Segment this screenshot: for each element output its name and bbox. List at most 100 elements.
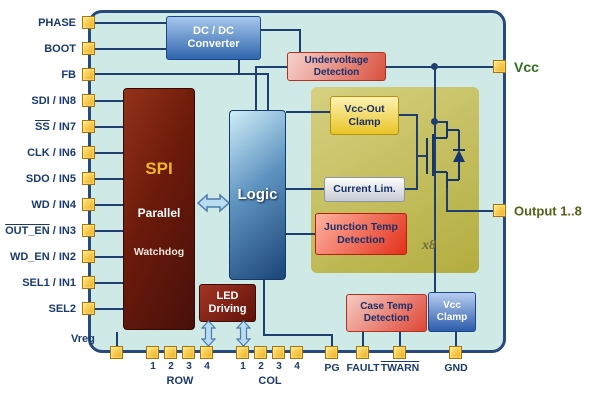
wire [95, 152, 123, 154]
pin-label-clk-in6: CLK / IN6 [27, 147, 76, 159]
spi-title: SPI [145, 159, 173, 179]
led-driving-block: LED Driving [199, 284, 256, 322]
wire [286, 111, 330, 113]
pin-boot [82, 42, 95, 55]
pin-col-4 [290, 346, 303, 359]
wire [95, 282, 123, 284]
wire [299, 29, 301, 54]
case-temp-line1: Case Temp [360, 301, 413, 312]
wire [95, 22, 166, 24]
pin-fault [356, 346, 369, 359]
row-group-label: ROW [166, 375, 194, 387]
pin-label-sel2: SEL2 [48, 303, 76, 315]
spi-parallel-watchdog-block: SPI Parallel Watchdog [123, 88, 195, 330]
spi-subtitle: Parallel [137, 205, 181, 220]
pin-sel1-in1 [82, 276, 95, 289]
col-drive-arrow-icon [236, 320, 251, 347]
undervoltage-line1: Undervoltage [304, 54, 369, 66]
pin-label-vreg: Vreg [71, 333, 95, 345]
pin-label-sel1-in1: SEL1 / IN1 [22, 277, 76, 289]
row-number-1: 1 [150, 361, 156, 372]
wire [434, 121, 448, 123]
pin-label-fault: FAULT [346, 362, 380, 374]
wire [261, 29, 301, 31]
wire [446, 188, 448, 211]
vcc-clamp-block: Vcc Clamp [428, 292, 476, 332]
junction-temp-line1: Junction Temp [324, 221, 398, 234]
pin-label-vcc: Vcc [514, 59, 539, 75]
led-line1: LED [216, 289, 239, 302]
pin-phase [82, 16, 95, 29]
case-temp-detection-block: Case Temp Detection [346, 294, 427, 332]
vcc-out-clamp-line2: Clamp [348, 115, 381, 128]
wire [399, 332, 401, 347]
wire [255, 66, 257, 112]
wire [255, 66, 287, 68]
wire-junction [431, 63, 438, 70]
wire [386, 66, 493, 68]
pin-row-1 [146, 346, 159, 359]
logic-label: Logic [237, 186, 278, 203]
wire [416, 114, 418, 190]
wire [95, 100, 123, 102]
pin-sdi-in8 [82, 94, 95, 107]
wire [95, 178, 123, 180]
wire [95, 48, 166, 50]
wire [417, 155, 427, 157]
pin-label-out-en-in3: OUT_EN / IN3 [5, 225, 76, 237]
wire [446, 210, 493, 212]
spi-subtitle2: Watchdog [133, 246, 185, 259]
wire [95, 204, 123, 206]
pin-row-2 [164, 346, 177, 359]
pin-pg [325, 346, 338, 359]
pin-label-ss-in7: SS / IN7 [35, 121, 76, 133]
vcc-out-clamp-block: Vcc-Out Clamp [330, 96, 399, 135]
wire [95, 73, 269, 75]
pin-output [493, 204, 506, 217]
vcc-clamp-line2: Clamp [436, 312, 468, 323]
mosfet-with-body-diode-icon [426, 122, 465, 188]
col-number-3: 3 [276, 361, 282, 372]
vcc-clamp-line1: Vcc [443, 300, 461, 311]
wire [238, 60, 240, 75]
wire [95, 308, 123, 310]
row-number-3: 3 [186, 361, 192, 372]
logic-block: Logic [229, 110, 286, 280]
row-drive-arrow-icon [201, 320, 216, 347]
pin-twarn [393, 346, 406, 359]
pin-label-gnd: GND [444, 362, 468, 374]
dcdc-line1: DC / DC [193, 24, 234, 37]
current-limit-block: Current Lim. [324, 177, 405, 202]
led-line2: Driving [208, 303, 247, 315]
pin-sdo-in5 [82, 172, 95, 185]
wire [405, 188, 418, 190]
pin-row-4 [200, 346, 213, 359]
pin-gnd [449, 346, 462, 359]
pin-label-boot: BOOT [44, 43, 76, 55]
pin-label-sdo-in5: SDO / IN5 [25, 173, 76, 185]
current-limit-label: Current Lim. [333, 183, 396, 196]
pin-wd-en-in2 [82, 250, 95, 263]
pin-label-phase: PHASE [38, 17, 76, 29]
vcc-out-clamp-line1: Vcc-Out [344, 102, 385, 115]
pin-sel2 [82, 302, 95, 315]
pin-label-sdi-in8: SDI / IN8 [31, 95, 76, 107]
pin-label-pg: PG [324, 362, 340, 374]
wire-junction [431, 118, 438, 125]
pin-out-en-in3 [82, 224, 95, 237]
row-number-4: 4 [204, 361, 210, 372]
wire [286, 188, 324, 190]
col-number-4: 4 [294, 361, 300, 372]
pin-col-2 [254, 346, 267, 359]
multiplier-x8-label: x8 [422, 238, 436, 253]
undervoltage-detection-block: Undervoltage Detection [287, 52, 386, 81]
undervoltage-line2: Detection [313, 66, 360, 78]
pin-label-twarn: TWARN [380, 362, 420, 374]
pin-col-3 [272, 346, 285, 359]
col-number-1: 1 [240, 361, 246, 372]
wire [267, 73, 269, 112]
wire [331, 334, 333, 347]
case-temp-line2: Detection [363, 313, 410, 324]
wire [95, 256, 123, 258]
